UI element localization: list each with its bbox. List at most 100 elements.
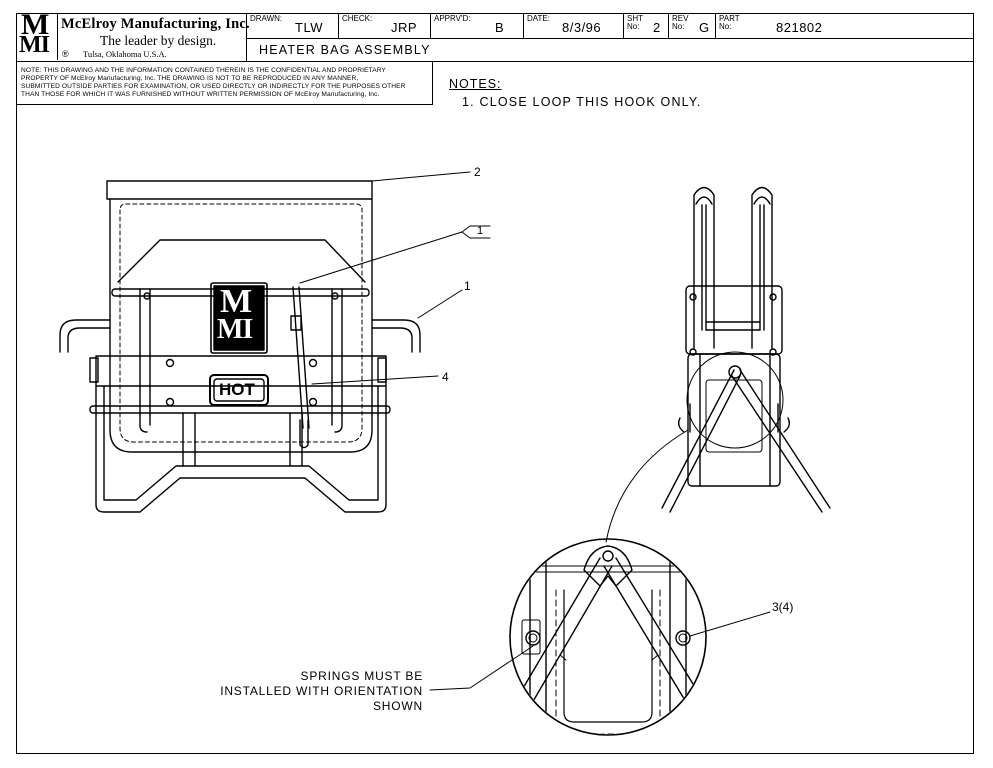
right-handle <box>371 319 421 353</box>
side-frame-top <box>685 285 783 355</box>
side-inner-posts <box>701 204 765 331</box>
leader-1 <box>417 289 463 319</box>
spring-note-line-1: SPRINGS MUST BE <box>300 669 423 683</box>
spring-note-line-2: INSTALLED WITH ORIENTATION <box>220 684 423 698</box>
date-cell: DATE: 8/3/96 <box>524 14 624 38</box>
note-line-4: THAN THOSE FOR WHICH IT WAS FURNISHED WI… <box>21 91 380 98</box>
title-block: M MI McElroy Manufacturing, Inc. The lea… <box>17 8 973 62</box>
side-bag-body <box>687 353 781 487</box>
sheet-cell: SHT No: 2 <box>624 14 669 38</box>
company-address: Tulsa, Oklahoma U.S.A. <box>83 49 167 59</box>
drawn-label: DRAWN: <box>250 14 283 23</box>
hot-label-inner <box>213 378 265 402</box>
bag-inner-outline <box>119 203 363 443</box>
heater-lid <box>106 180 373 200</box>
balloon-flag-1: 1 <box>477 225 484 237</box>
part-label: PART No: <box>719 14 740 31</box>
balloon-2: 2 <box>474 165 481 179</box>
left-handle <box>59 319 111 353</box>
date-label: DATE: <box>527 14 550 23</box>
detail-spring-right-inner <box>678 633 688 643</box>
front-foot-loop <box>182 412 303 467</box>
bag-logo-bottom-letters: MI <box>217 314 253 345</box>
bolt-hole <box>165 397 175 407</box>
side-left-hook <box>693 186 715 349</box>
bolt-hole <box>308 397 318 407</box>
apprvd-value: B <box>495 20 505 35</box>
left-frame-post <box>139 288 151 433</box>
side-bolt <box>769 348 777 356</box>
detail-leg-right <box>603 557 705 713</box>
note-line-2: PROPERTY OF McElroy Manufacturing, Inc. … <box>21 75 359 82</box>
note-line-3: SUBMITTED OUTSIDE PARTIES FOR EXAMINATIO… <box>21 83 406 90</box>
side-bolt <box>769 293 777 301</box>
bag-top-panel <box>117 239 366 283</box>
side-clip-right <box>777 403 791 433</box>
leader-2 <box>371 171 471 182</box>
hook-strap <box>292 286 310 429</box>
check-value: JRP <box>391 20 418 35</box>
logo-bottom-letters: MI <box>19 32 50 58</box>
bag-logo-top-letter: M <box>220 283 253 320</box>
note-item-1: 1. CLOSE LOOP THIS HOOK ONLY. <box>462 95 702 109</box>
side-spread-leg-left <box>661 369 741 513</box>
drawn-value: TLW <box>295 20 323 35</box>
side-pivot <box>728 365 742 379</box>
drawing-sheet: M MI McElroy Manufacturing, Inc. The lea… <box>16 8 974 754</box>
detail-bag-outline <box>563 589 653 723</box>
apprvd-cell: APPRV'D: B <box>431 14 524 38</box>
title-bottom-line <box>17 61 973 62</box>
left-side-clip <box>89 357 99 383</box>
title-row-divider <box>246 38 973 39</box>
right-side-clip <box>377 357 387 383</box>
bolt-hole <box>308 358 318 368</box>
side-view <box>661 186 831 513</box>
side-bolt <box>689 293 697 301</box>
hook-buckle <box>290 315 302 331</box>
detail-pivot-plate <box>583 545 633 587</box>
check-label: CHECK: <box>342 14 373 23</box>
detail-spring-left <box>525 630 541 646</box>
detail-spring-right <box>675 630 691 646</box>
balloon-4: 4 <box>442 370 449 384</box>
right-frame-post <box>331 288 343 433</box>
front-view <box>59 171 491 513</box>
balloon-3-4: 3(4) <box>772 600 794 614</box>
leader-flag-1 <box>299 231 463 284</box>
base-frame <box>95 385 387 513</box>
apprvd-label: APPRV'D: <box>434 14 471 23</box>
note-line-1: NOTE: THIS DRAWING AND THE INFORMATION C… <box>21 67 386 74</box>
date-value: 8/3/96 <box>562 20 602 35</box>
notes-heading: NOTES: <box>449 77 502 91</box>
spring-note-line-3: SHOWN <box>373 699 423 713</box>
leader-3-4 <box>689 611 771 637</box>
detail-inner-lines <box>555 589 661 734</box>
part-cell: PART No: 821802 <box>716 14 973 38</box>
hot-label-frame <box>209 374 269 406</box>
logo-top-letter: M <box>21 8 50 41</box>
side-legs <box>699 353 771 487</box>
detail-callout-circle <box>686 351 784 449</box>
drawing-title: HEATER BAG ASSEMBLY <box>259 43 431 57</box>
detail-leader <box>605 429 689 543</box>
lower-frame-rail <box>89 405 391 414</box>
rev-label: REV No: <box>672 14 689 31</box>
sheet-value: 2 <box>653 20 661 35</box>
balloon-1: 1 <box>464 279 471 293</box>
leader-springs <box>429 645 534 691</box>
part-value: 821802 <box>776 20 823 35</box>
base-frame-inner <box>103 385 379 501</box>
side-spread-leg-right <box>731 369 831 513</box>
heater-bag-body <box>109 198 373 453</box>
drawn-cell: DRAWN: TLW <box>246 14 339 38</box>
detail-frame-verticals <box>529 559 687 734</box>
hook-clip <box>299 419 309 449</box>
title-left-divider <box>246 38 247 62</box>
bag-logo-inner <box>213 285 265 351</box>
hot-label-text: HOT <box>219 380 255 399</box>
registered-mark: ® <box>62 49 69 59</box>
bolt-hole <box>143 292 151 300</box>
side-cross-rail <box>705 321 761 331</box>
side-bolt <box>689 348 697 356</box>
spring-note: SPRINGS MUST BE INSTALLED WITH ORIENTATI… <box>220 669 423 714</box>
